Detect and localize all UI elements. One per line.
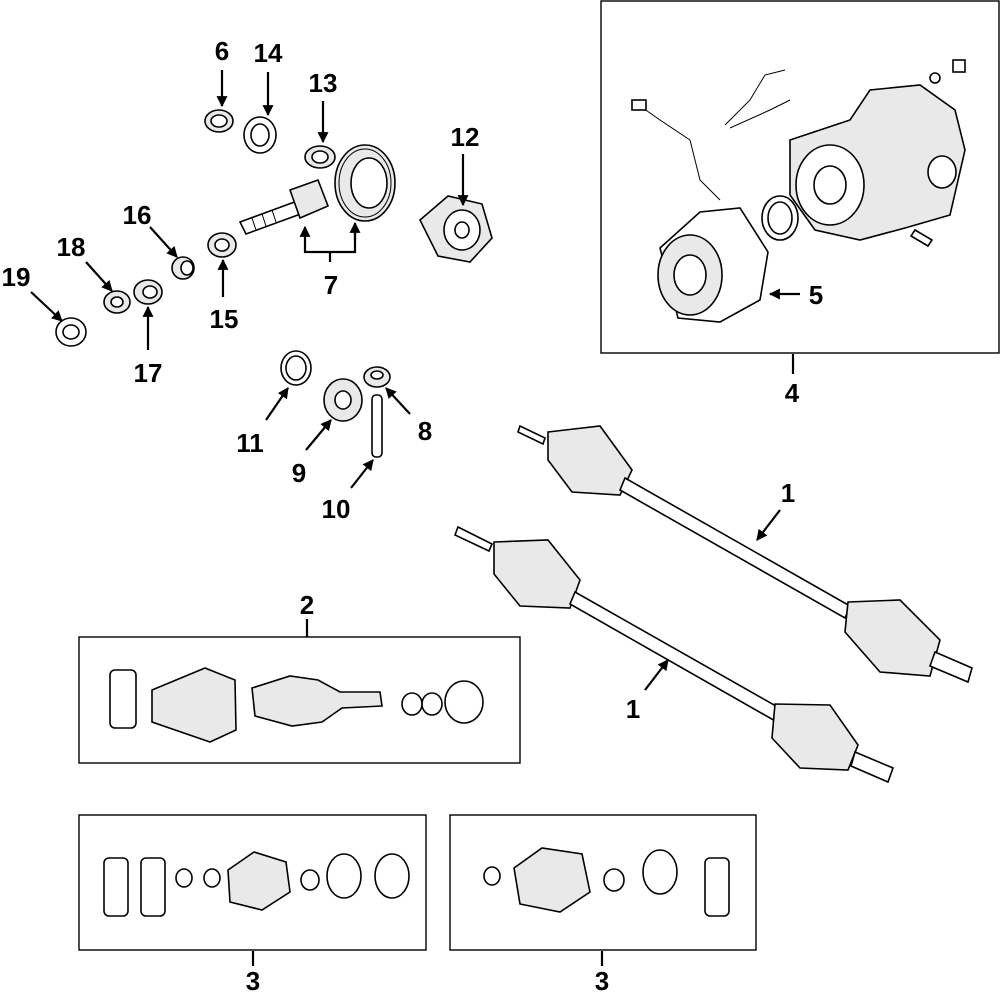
- callout-8: 8: [418, 416, 432, 446]
- part-19-seal: [55, 317, 87, 347]
- part-3-kit-contents-left: [103, 851, 410, 917]
- leader-1a: [756, 509, 781, 541]
- leader-9: [305, 419, 332, 451]
- part-13-bearing: [304, 145, 336, 169]
- leader-11: [265, 387, 289, 421]
- part-1-axle-shaft-upper: [517, 424, 973, 684]
- leader-lines: [30, 70, 800, 966]
- leader-19: [30, 291, 63, 322]
- callout-4: 4: [785, 378, 800, 408]
- callout-2: 2: [300, 590, 314, 620]
- part-18-washer: [103, 290, 131, 314]
- leader-16: [149, 226, 178, 258]
- part-8-pinion-gear: [363, 366, 391, 388]
- part-12-differential-case: [419, 195, 493, 263]
- leader-8: [385, 387, 411, 415]
- leader-7: [305, 227, 357, 262]
- part-11-thrust-washer: [280, 350, 312, 386]
- part-16-spacer: [171, 256, 195, 280]
- part-9-side-gear: [323, 378, 363, 422]
- callout-13: 13: [309, 68, 338, 98]
- part-7-pinion-shaft: [238, 178, 330, 235]
- callout-3-left: 3: [246, 966, 260, 994]
- part-15-bearing: [207, 232, 237, 258]
- part-7-ring-gear: [334, 144, 396, 222]
- leader-18: [85, 261, 113, 292]
- callout-6: 6: [215, 36, 229, 66]
- callout-16: 16: [123, 200, 152, 230]
- part-4-rear-drive-housing: [761, 84, 966, 241]
- leader-1b: [644, 659, 669, 691]
- callout-9: 9: [292, 458, 306, 488]
- callout-3-right: 3: [595, 966, 609, 994]
- part-3-kit-contents-right: [483, 847, 730, 917]
- callout-labels: 6 14 13 12 16 18 19 7 15 17 8 11 9 10 5 …: [2, 36, 824, 994]
- part-14-shim: [243, 116, 277, 154]
- leader-10: [350, 459, 374, 489]
- callout-1-upper: 1: [781, 478, 795, 508]
- part-1-axle-shaft-lower: [453, 525, 895, 784]
- part-5-coupling-unit: [657, 207, 769, 323]
- part-17-nut: [133, 279, 163, 305]
- callout-17: 17: [134, 358, 163, 388]
- callout-12: 12: [451, 122, 480, 152]
- part-10-pinion-shaft: [371, 394, 383, 458]
- callout-1-lower: 1: [626, 694, 640, 724]
- callout-19: 19: [2, 262, 31, 292]
- callout-18: 18: [57, 232, 86, 262]
- part-4-hardware: [631, 59, 966, 248]
- callout-7: 7: [324, 270, 338, 300]
- callout-14: 14: [254, 38, 283, 68]
- callout-11: 11: [236, 428, 264, 458]
- callout-15: 15: [210, 304, 239, 334]
- callout-10: 10: [322, 494, 351, 524]
- part-6-bearing: [204, 109, 234, 133]
- part-2-kit-contents: [109, 667, 484, 743]
- callout-5: 5: [809, 280, 823, 310]
